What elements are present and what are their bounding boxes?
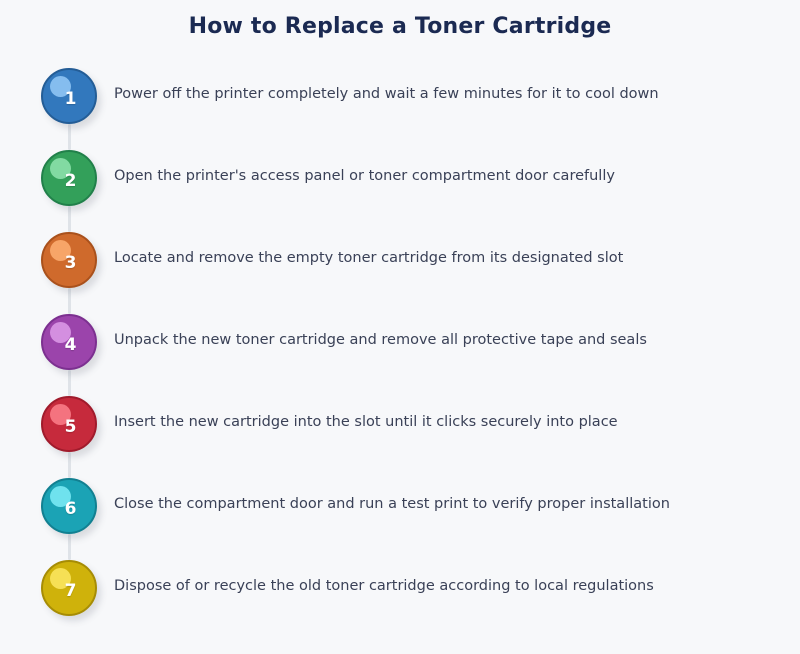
step-item: 1 Power off the printer completely and wa… (0, 68, 800, 150)
step-number-badge[interactable]: 5 (41, 396, 97, 452)
step-badge-circle: 7 (41, 560, 97, 616)
step-badge-highlight (50, 322, 71, 343)
step-number-badge[interactable]: 1 (41, 68, 97, 124)
step-number-label: 5 (64, 417, 77, 437)
step-badge-highlight (50, 568, 71, 589)
step-item: 5 Insert the new cartridge into the slot … (0, 396, 800, 478)
step-description: Power off the printer completely and wai… (114, 86, 659, 102)
step-badge-circle: 2 (41, 150, 97, 206)
step-badge-circle: 4 (41, 314, 97, 370)
step-connector-line (68, 288, 71, 314)
step-badge-highlight (50, 76, 71, 97)
step-badge-highlight (50, 240, 71, 261)
step-number-label: 4 (64, 335, 77, 355)
steps-list: 1 Power off the printer completely and wa… (0, 68, 800, 642)
step-badge-circle: 5 (41, 396, 97, 452)
step-number-badge[interactable]: 7 (41, 560, 97, 616)
step-badge-highlight (50, 404, 71, 425)
step-badge-circle: 6 (41, 478, 97, 534)
step-connector-line (68, 534, 71, 560)
step-number-badge[interactable]: 3 (41, 232, 97, 288)
step-number-label: 7 (64, 581, 77, 601)
page-title: How to Replace a Toner Cartridge (188, 14, 612, 39)
step-description: Insert the new cartridge into the slot u… (114, 414, 618, 430)
step-number-label: 3 (64, 253, 77, 273)
step-item: 7 Dispose of or recycle the old toner car… (0, 560, 800, 642)
step-badge-highlight (50, 158, 71, 179)
step-description: Locate and remove the empty toner cartri… (114, 250, 624, 266)
step-item: 3 Locate and remove the empty toner cartr… (0, 232, 800, 314)
step-item: 6 Close the compartment door and run a te… (0, 478, 800, 560)
step-number-badge[interactable]: 6 (41, 478, 97, 534)
step-connector-line (68, 370, 71, 396)
step-description: Dispose of or recycle the old toner cart… (114, 578, 654, 594)
step-number-label: 1 (64, 89, 77, 109)
step-description: Unpack the new toner cartridge and remov… (114, 332, 647, 348)
step-badge-highlight (50, 486, 71, 507)
step-connector-line (68, 452, 71, 478)
step-badge-circle: 1 (41, 68, 97, 124)
step-item: 2 Open the printer's access panel or tone… (0, 150, 800, 232)
step-connector-line (68, 206, 71, 232)
step-number-badge[interactable]: 4 (41, 314, 97, 370)
step-number-label: 6 (64, 499, 77, 519)
step-description: Open the printer's access panel or toner… (114, 168, 615, 184)
step-number-badge[interactable]: 2 (41, 150, 97, 206)
step-number-label: 2 (64, 171, 77, 191)
step-item: 4 Unpack the new toner cartridge and remo… (0, 314, 800, 396)
step-badge-circle: 3 (41, 232, 97, 288)
step-description: Close the compartment door and run a tes… (114, 496, 670, 512)
step-connector-line (68, 124, 71, 150)
